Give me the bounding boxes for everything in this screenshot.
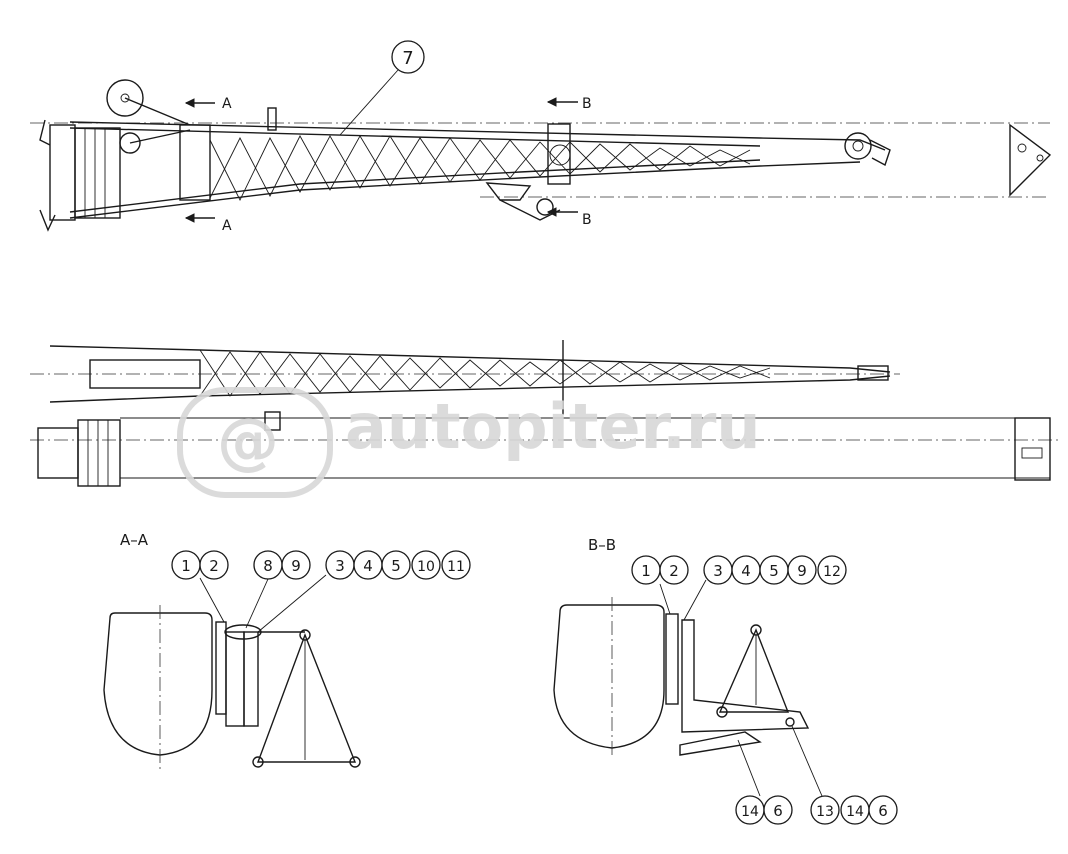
callout-aa-3: 3 xyxy=(335,557,345,575)
callout-aa-9: 9 xyxy=(291,557,301,575)
callout-bb-5: 5 xyxy=(769,562,779,580)
callout-bb-3: 3 xyxy=(713,562,723,580)
section-b-b: B–B 1 2 3 4 5 9 12 14 xyxy=(553,536,898,825)
callout-7-label: 7 xyxy=(402,48,413,69)
callouts-bb: 1 2 3 4 5 9 12 14 6 13 14 6 xyxy=(631,555,898,825)
boom-side-view: 7 A A B B xyxy=(30,40,1052,234)
section-a-a: A–A 1 2 8 9 3 4 5 10 xyxy=(103,531,471,770)
boom-plan-view xyxy=(30,340,1060,487)
callout-bb-6b: 6 xyxy=(878,802,888,820)
watermark-text: autopiter.ru xyxy=(345,390,761,463)
callout-aa-4: 4 xyxy=(363,557,373,575)
section-a-a-title: A–A xyxy=(120,531,149,549)
watermark: @ autopiter.ru xyxy=(177,387,761,498)
callout-aa-8: 8 xyxy=(263,557,273,575)
section-a-marker-bottom: A xyxy=(222,218,232,234)
callout-bb-6a: 6 xyxy=(773,802,783,820)
callout-aa-2: 2 xyxy=(209,557,219,575)
callout-aa-5: 5 xyxy=(391,557,401,575)
callout-bb-12: 12 xyxy=(823,564,841,580)
callout-bb-9: 9 xyxy=(797,562,807,580)
section-a-marker-top: A xyxy=(222,96,232,112)
svg-text:@: @ xyxy=(217,404,279,477)
callout-bb-1: 1 xyxy=(641,562,651,580)
callout-bb-4: 4 xyxy=(741,562,751,580)
callout-bb-14a: 14 xyxy=(741,804,759,820)
section-b-b-title: B–B xyxy=(588,536,616,554)
callout-aa-1: 1 xyxy=(181,557,191,575)
callout-bb-13: 13 xyxy=(816,804,834,820)
callout-bb-14b: 14 xyxy=(846,804,864,820)
section-b-marker-bottom: B xyxy=(582,212,592,228)
callout-aa-11: 11 xyxy=(447,559,465,575)
callouts-aa: 1 2 8 9 3 4 5 10 11 xyxy=(171,550,471,633)
callout-aa-10: 10 xyxy=(417,559,435,575)
section-b-marker-top: B xyxy=(582,96,592,112)
callout-bb-2: 2 xyxy=(669,562,679,580)
